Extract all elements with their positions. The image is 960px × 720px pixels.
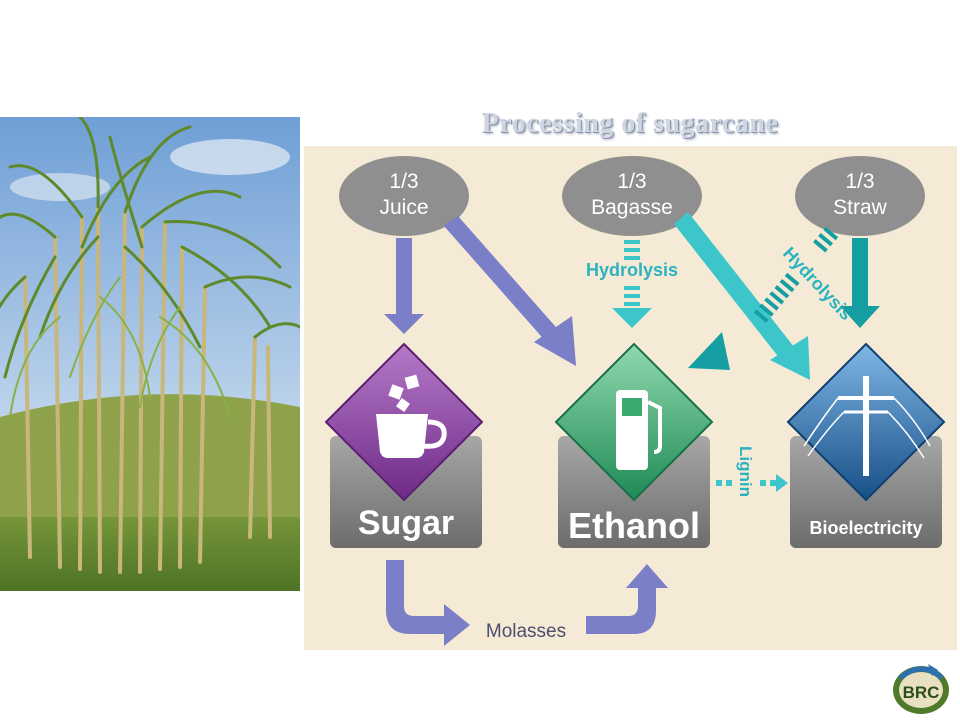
- arrow-juice-to-ethanol: [444, 216, 576, 366]
- juice-fraction: 1/3: [389, 170, 418, 193]
- cup-icon: [376, 374, 447, 458]
- bagasse-label: Bagasse: [591, 196, 673, 219]
- product-bioelectricity: Bioelectricity: [786, 342, 946, 548]
- arrow-molasses: [386, 560, 668, 646]
- molasses-label: Molasses: [486, 621, 566, 642]
- straw-fraction: 1/3: [845, 170, 874, 193]
- arrow-bagasse-hydrolysis: [612, 240, 652, 328]
- arrow-juice-to-sugar: [384, 238, 424, 334]
- ethanol-label: Ethanol: [568, 505, 700, 546]
- source-juice: 1/3 Juice: [339, 156, 469, 236]
- juice-label: Juice: [379, 196, 428, 219]
- bagasse-fraction: 1/3: [617, 170, 646, 193]
- straw-label: Straw: [833, 196, 888, 219]
- source-bagasse: 1/3 Bagasse: [562, 156, 702, 236]
- source-straw: 1/3 Straw: [795, 156, 925, 236]
- arrow-straw-to-bioelectricity: [840, 238, 880, 328]
- arrow-lignin: [716, 474, 788, 492]
- product-sugar: Sugar: [324, 342, 484, 548]
- sugarcane-photo: [0, 117, 300, 591]
- product-ethanol: Ethanol: [554, 342, 714, 548]
- bioelectricity-label: Bioelectricity: [809, 518, 922, 538]
- brc-logo: BRC: [893, 664, 949, 714]
- arrow-straw-hydrolysis: [688, 226, 839, 370]
- slide-title: Processing of sugarcane: [481, 108, 779, 139]
- logo-text: BRC: [903, 683, 940, 702]
- sugar-label: Sugar: [358, 504, 454, 542]
- processing-diagram: 1/3 Juice 1/3 Bagasse 1/3 Straw Hydrolys…: [304, 146, 957, 650]
- power-line-icon: [803, 376, 931, 476]
- hydrolysis-bagasse-label: Hydrolysis: [586, 260, 678, 280]
- lignin-label: Lignin: [736, 446, 755, 497]
- fuel-pump-icon: [616, 390, 662, 470]
- arrow-bagasse-to-bioelectricity: [674, 212, 810, 380]
